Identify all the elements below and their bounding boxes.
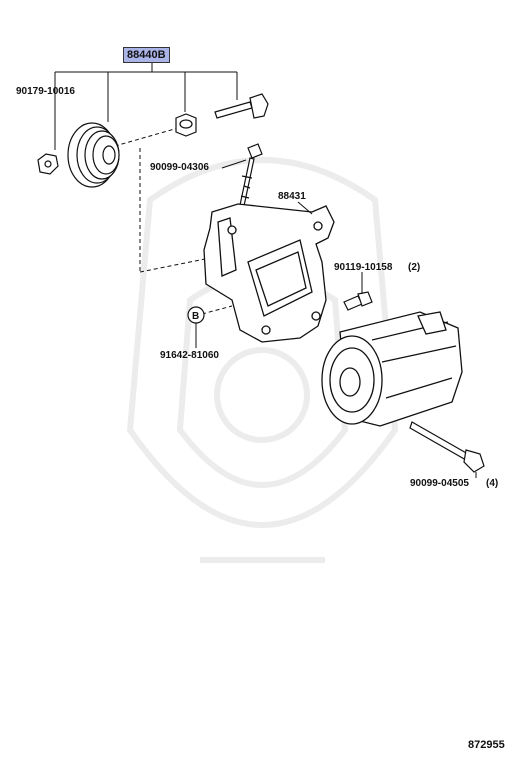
pulley-part: [67, 122, 120, 188]
part-label-bolt-compressor: 90099-04505: [410, 478, 469, 489]
compressor-bolt-part: [409, 421, 485, 473]
compressor-part: [321, 311, 463, 427]
plug-letter: B: [192, 311, 199, 322]
nut-part: [37, 153, 59, 175]
assembly-label: 88440B: [123, 47, 170, 63]
plug-part: B: [187, 306, 205, 324]
long-bolt-part: [239, 143, 263, 207]
assembly-callout-tree: [54, 63, 238, 150]
part-label-bracket: 88431: [278, 191, 306, 202]
part-label-bolt-long: 90099-04306: [150, 162, 209, 173]
bolt-top-part: [214, 93, 269, 119]
dashed-guide-lines: [107, 127, 233, 315]
nut-center-part: [175, 113, 197, 137]
part-label-bolt-short: 90119-10158: [334, 262, 393, 273]
part-label-plug: 91642-81060: [160, 350, 219, 361]
part-label-bolt-compressor-qty: (4): [486, 478, 499, 489]
diagram-number: 872955: [468, 739, 505, 751]
part-label-nut-top: 90179-10016: [16, 86, 75, 97]
bracket-part: [203, 203, 335, 343]
short-bolt-part: [343, 291, 373, 311]
leader-lines: [195, 159, 477, 478]
part-label-bolt-short-qty: (2): [408, 262, 421, 273]
